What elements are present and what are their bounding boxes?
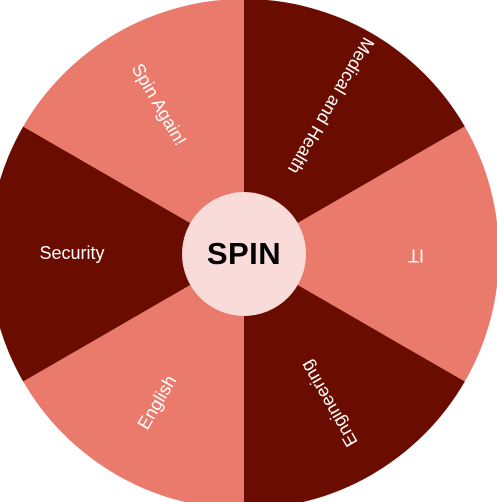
wheel-segment-label: Security bbox=[39, 243, 104, 263]
wheel-segment-medical-and-health bbox=[244, 0, 465, 254]
wheel-segment-spin-again bbox=[23, 0, 244, 254]
spin-button[interactable]: SPIN bbox=[182, 192, 306, 316]
wheel-segment-engineering bbox=[244, 254, 465, 502]
spin-button-label: SPIN bbox=[206, 236, 282, 271]
wheel-segment-label: IT bbox=[408, 245, 424, 265]
wheel-segment-it bbox=[244, 126, 497, 382]
wheel-segment-english bbox=[23, 254, 244, 502]
wheel-segment-security bbox=[0, 126, 244, 382]
